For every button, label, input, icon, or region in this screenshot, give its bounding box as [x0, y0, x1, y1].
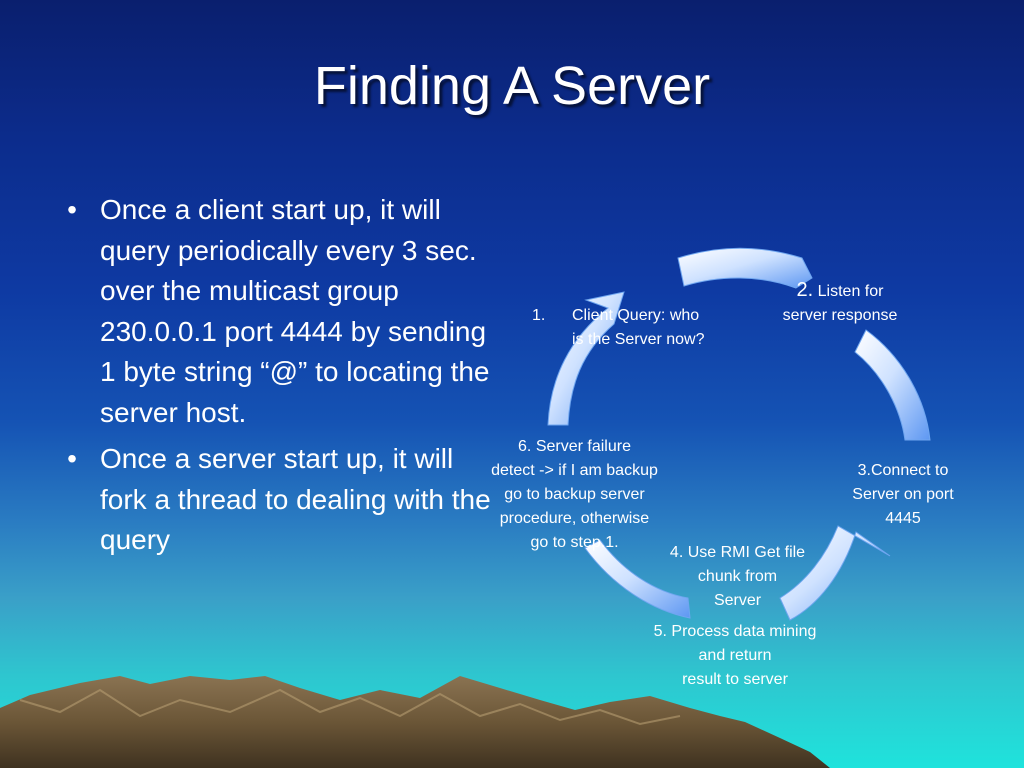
step-2-number: 2. [796, 279, 814, 301]
step-4-label: 4. Use RMI Get file chunk from Server [669, 544, 806, 609]
step-6-label: 6. Server failure detect -> if I am back… [491, 438, 658, 551]
bullet-item: • Once a server start up, it will fork a… [62, 439, 502, 561]
step-2-label: 2. Listen for server response [760, 278, 920, 328]
step-1-text: Client Query: who is the Server now? [572, 307, 705, 348]
bullet-item: • Once a client start up, it will query … [62, 190, 502, 433]
cycle-arrow-right-upper [854, 329, 931, 441]
step-2-text: Listen for server response [782, 283, 898, 324]
cycle-arrow-left [547, 291, 625, 426]
step-1-label: 1. Client Query: who is the Server now? [532, 280, 705, 352]
step-3-label: 3.Connect to Server on port 4445 [852, 462, 954, 527]
cycle-arrow-bottom [584, 539, 691, 619]
bullet-text: Once a client start up, it will query pe… [100, 194, 490, 428]
cycle-arrow-top [677, 247, 813, 289]
bullet-text: Once a server start up, it will fork a t… [100, 443, 491, 555]
step-1-number: 1. [532, 307, 546, 324]
slide-title: Finding A Server [313, 56, 711, 116]
cycle-arrow-right-lower [779, 525, 891, 621]
step-5-label: 5. Process data mining and return result… [653, 623, 817, 688]
bullet-list: • Once a client start up, it will query … [62, 190, 502, 567]
bullet-marker: • [67, 443, 77, 474]
bullet-marker: • [67, 194, 77, 225]
